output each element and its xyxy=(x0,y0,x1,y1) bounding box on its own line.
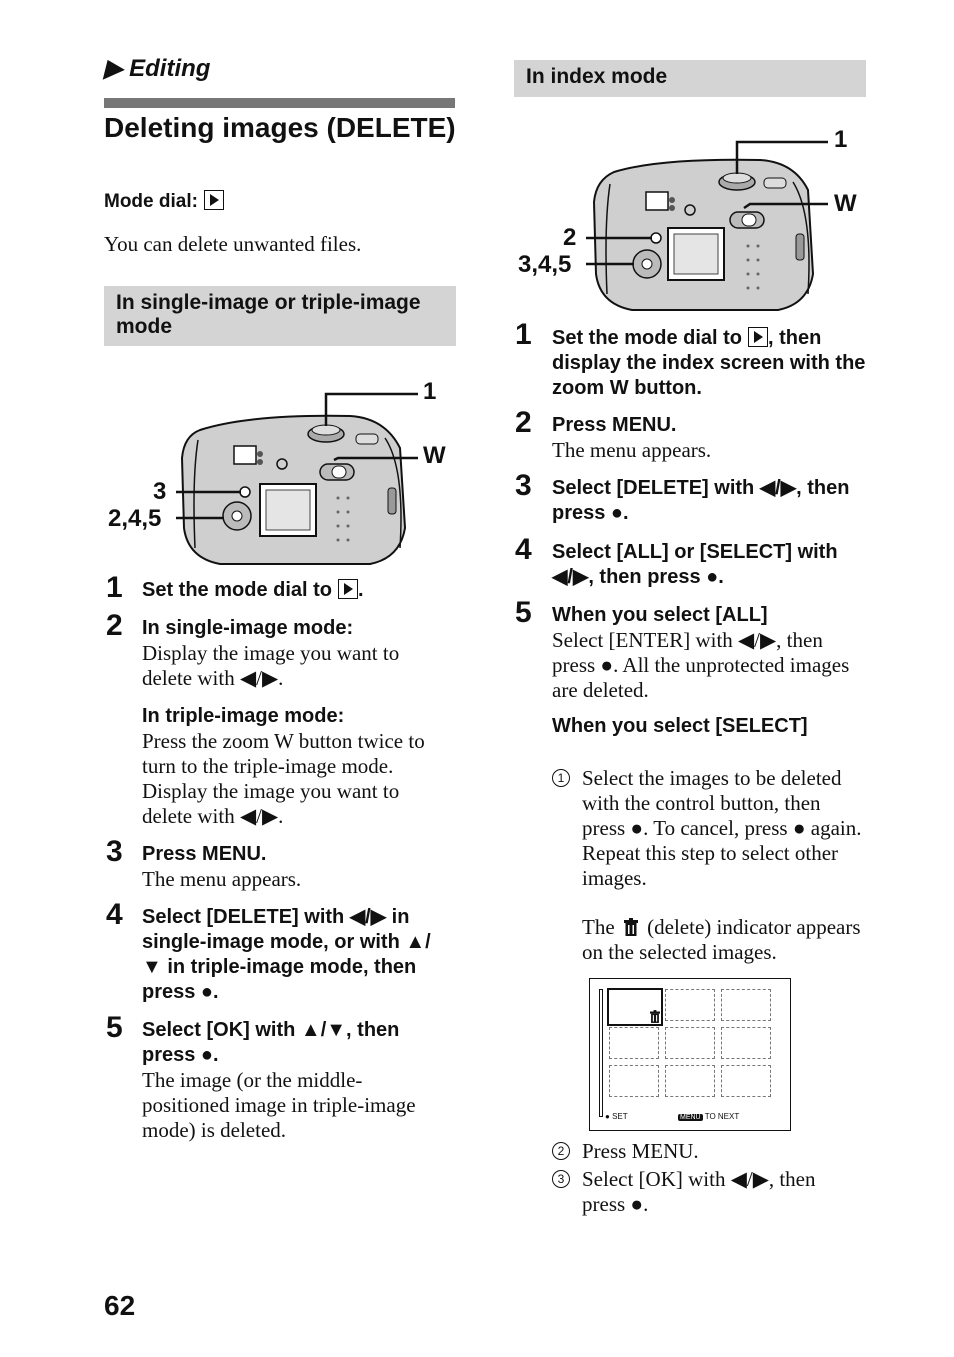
index-thumbnail xyxy=(665,1027,715,1059)
step-4-right: Select [ALL] or [SELECT] with ◀/▶, then … xyxy=(552,541,838,588)
index-thumbnail xyxy=(665,1065,715,1097)
camera-illustration-index xyxy=(586,140,828,311)
menu-badge: MENU xyxy=(678,1114,703,1121)
index-thumbnail xyxy=(721,989,771,1021)
callout-zoom-w: W xyxy=(423,442,446,469)
title-rule xyxy=(104,98,455,108)
step-5-left: Select [OK] with ▲/▼, then press ●. The … xyxy=(142,1019,416,1142)
callout-mode-dial: 1 xyxy=(423,378,437,405)
step-2-right: Press MENU. The menu appears. xyxy=(552,414,712,462)
circled-number: 1 xyxy=(552,769,570,787)
callout-zoom-w: W xyxy=(834,190,857,217)
breadcrumb-label: Editing xyxy=(129,55,211,82)
mode-dial-line: Mode dial: xyxy=(104,190,224,213)
index-thumbnail-selected xyxy=(607,988,663,1026)
step-3-left: Press MENU. The menu appears. xyxy=(142,843,302,891)
section-heading-index: In index mode xyxy=(514,60,866,97)
intro-text: You can delete unwanted files. xyxy=(104,232,362,256)
callout-control-button: 2,4,5 xyxy=(108,505,162,532)
step-number: 1 xyxy=(515,318,532,351)
step-1-left: Set the mode dial to. xyxy=(142,579,364,601)
callout-control-button: 3,4,5 xyxy=(518,251,572,278)
play-icon xyxy=(203,190,224,210)
substep-1: 1 Select the images to be deleted with t… xyxy=(552,766,872,906)
callout-mode-dial: 1 xyxy=(834,126,848,153)
index-thumbnail xyxy=(609,1027,659,1059)
step-number: 5 xyxy=(515,596,532,629)
step-number: 4 xyxy=(106,898,123,931)
index-thumbnail xyxy=(665,989,715,1021)
trash-icon xyxy=(650,1010,660,1023)
step-1-right: Set the mode dial to, then display the i… xyxy=(552,327,866,399)
index-thumbnail xyxy=(721,1065,771,1097)
step-number: 1 xyxy=(106,571,123,604)
step-4-left: Select [DELETE] with ◀/▶ in single-image… xyxy=(142,906,431,1003)
callout-menu-button: 2 xyxy=(563,224,577,251)
step-5-right: When you select [ALL] Select [ENTER] wit… xyxy=(552,604,850,737)
index-thumbnail xyxy=(721,1027,771,1059)
scrollbar xyxy=(599,989,603,1117)
circled-number: 3 xyxy=(552,1170,570,1188)
play-icon xyxy=(748,327,769,347)
callout-menu-button: 3 xyxy=(153,478,167,505)
triangle-right-icon: ▶ xyxy=(104,55,123,82)
step-number: 5 xyxy=(106,1011,123,1044)
mode-dial-label: Mode dial: xyxy=(104,191,198,212)
step-number: 3 xyxy=(106,835,123,868)
step-number: 2 xyxy=(106,609,123,642)
screen-next-hint: MENU TO NEXT xyxy=(678,1112,740,1121)
screen-set-hint: ● SET xyxy=(605,1112,628,1121)
substep-2: 2 Press MENU. xyxy=(552,1139,872,1165)
page-number: 62 xyxy=(104,1290,136,1321)
index-thumbnail xyxy=(609,1065,659,1097)
breadcrumb: ▶ Editing xyxy=(104,54,210,83)
camera-illustration-single xyxy=(176,392,418,565)
step-2-left: In single-image mode: Display the image … xyxy=(142,617,425,828)
delete-indicator-note: The (delete) indicator appears on the se… xyxy=(582,915,861,964)
step-3-right: Select [DELETE] with ◀/▶, then press ●. xyxy=(552,477,850,524)
step-number: 2 xyxy=(515,406,532,439)
play-icon xyxy=(338,579,359,599)
section-heading-single: In single-image or triple-image mode xyxy=(104,286,456,346)
page-title: Deleting images (DELETE) xyxy=(104,112,456,143)
index-screen-illustration: ● SET MENU TO NEXT xyxy=(589,978,791,1131)
circled-number: 2 xyxy=(552,1142,570,1160)
step-number: 4 xyxy=(515,533,532,566)
trash-icon xyxy=(623,918,638,936)
substep-3: 3 Select [OK] with ◀/▶, then press ●. xyxy=(552,1167,872,1219)
step-number: 3 xyxy=(515,469,532,502)
